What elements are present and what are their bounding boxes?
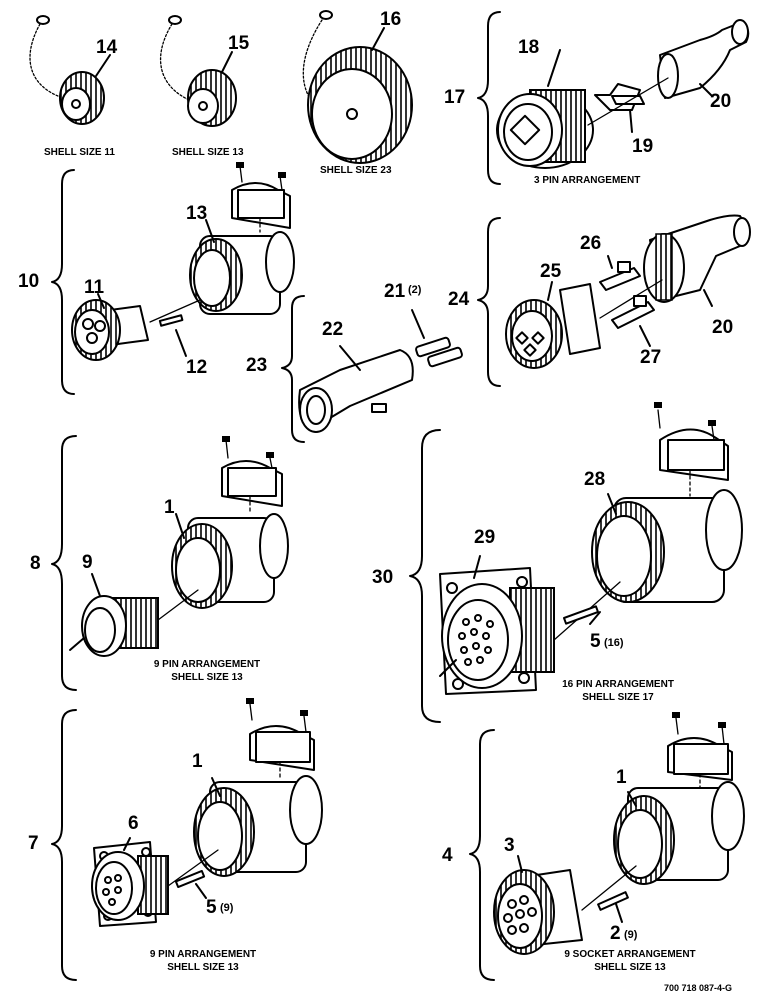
dust-cap-shell-13 <box>159 15 237 127</box>
dust-cap-shell-23 <box>302 10 413 164</box>
caption-9-pin-arrangement-line1: 9 PIN ARRANGEMENT <box>153 659 261 670</box>
bracket-8 <box>51 435 77 691</box>
callout-5-a-quantity: (16) <box>604 637 624 649</box>
caption-3-pin-arrangement: 3 PIN ARRANGEMENT <box>534 175 641 186</box>
callout-8: 8 <box>30 553 41 574</box>
callout-16: 16 <box>380 9 402 30</box>
figure-id: 700 718 087-4-G <box>664 983 733 993</box>
callout-25: 25 <box>540 261 562 282</box>
callout-21-quantity: (2) <box>408 284 422 296</box>
caption-9-pin-arrangement-b-line1: 9 PIN ARRANGEMENT <box>149 949 257 960</box>
callout-1-c: 1 <box>616 767 627 788</box>
callout-18: 18 <box>518 37 540 58</box>
bracket-7 <box>51 709 77 981</box>
callout-20-top: 20 <box>710 91 732 112</box>
caption-shell-size-11: SHELL SIZE 11 <box>44 147 115 158</box>
callout-6: 6 <box>128 813 139 834</box>
caption-9-pin-arrangement-b-line2: SHELL SIZE 13 <box>167 962 239 973</box>
bracket-10 <box>51 169 75 395</box>
callout-12: 12 <box>186 357 208 378</box>
caption-shell-size-13: SHELL SIZE 13 <box>172 147 244 158</box>
callout-7: 7 <box>28 833 39 854</box>
callout-14: 14 <box>96 37 118 58</box>
bracket-4 <box>469 729 495 981</box>
caption-shell-size-23: SHELL SIZE 23 <box>320 165 392 176</box>
callout-5-b-quantity: (9) <box>220 902 234 914</box>
callout-13: 13 <box>186 203 208 224</box>
bracket-23 <box>281 295 305 443</box>
caption-16-pin-arrangement-line2: SHELL SIZE 17 <box>582 692 654 703</box>
callout-15: 15 <box>228 33 250 54</box>
callout-2-quantity: (9) <box>624 929 638 941</box>
assembly-17-connector <box>496 19 750 169</box>
callout-4: 4 <box>442 845 453 866</box>
assembly-10-connector <box>71 162 295 361</box>
callout-5-b: 5 <box>206 897 217 918</box>
bracket-30 <box>409 429 441 723</box>
callout-21: 21 <box>384 281 406 302</box>
callout-20-middle: 20 <box>712 317 734 338</box>
callout-26: 26 <box>580 233 602 254</box>
callout-3: 3 <box>504 835 515 856</box>
callout-30: 30 <box>372 567 394 588</box>
callout-1-b: 1 <box>192 751 203 772</box>
bracket-17 <box>477 11 501 185</box>
caption-16-pin-arrangement-line1: 16 PIN ARRANGEMENT <box>562 679 674 690</box>
callout-17: 17 <box>444 87 466 108</box>
callout-27: 27 <box>640 347 662 368</box>
callout-10: 10 <box>18 271 40 292</box>
callout-1-a: 1 <box>164 497 175 518</box>
dust-cap-shell-11 <box>29 15 111 125</box>
caption-9-socket-arrangement-line1: 9 SOCKET ARRANGEMENT <box>564 949 696 960</box>
callout-5-a: 5 <box>590 631 601 652</box>
caption-9-socket-arrangement-line2: SHELL SIZE 13 <box>594 962 666 973</box>
callout-24: 24 <box>448 289 470 310</box>
assembly-8-connector <box>69 436 289 657</box>
assembly-7-connector <box>91 698 323 927</box>
assembly-4-connector <box>493 712 745 955</box>
assembly-23-connector <box>298 309 463 433</box>
callout-29: 29 <box>474 527 496 548</box>
callout-2: 2 <box>610 923 621 944</box>
assembly-24-connector <box>505 214 751 369</box>
bracket-24 <box>477 217 501 387</box>
assembly-30-connector <box>439 402 743 695</box>
callout-23: 23 <box>246 355 268 376</box>
callout-9: 9 <box>82 552 93 573</box>
callout-11: 11 <box>84 277 105 298</box>
caption-9-pin-arrangement-line2: SHELL SIZE 13 <box>171 672 243 683</box>
callout-22: 22 <box>322 319 344 340</box>
callout-28: 28 <box>584 469 606 490</box>
callout-19: 19 <box>632 136 654 157</box>
